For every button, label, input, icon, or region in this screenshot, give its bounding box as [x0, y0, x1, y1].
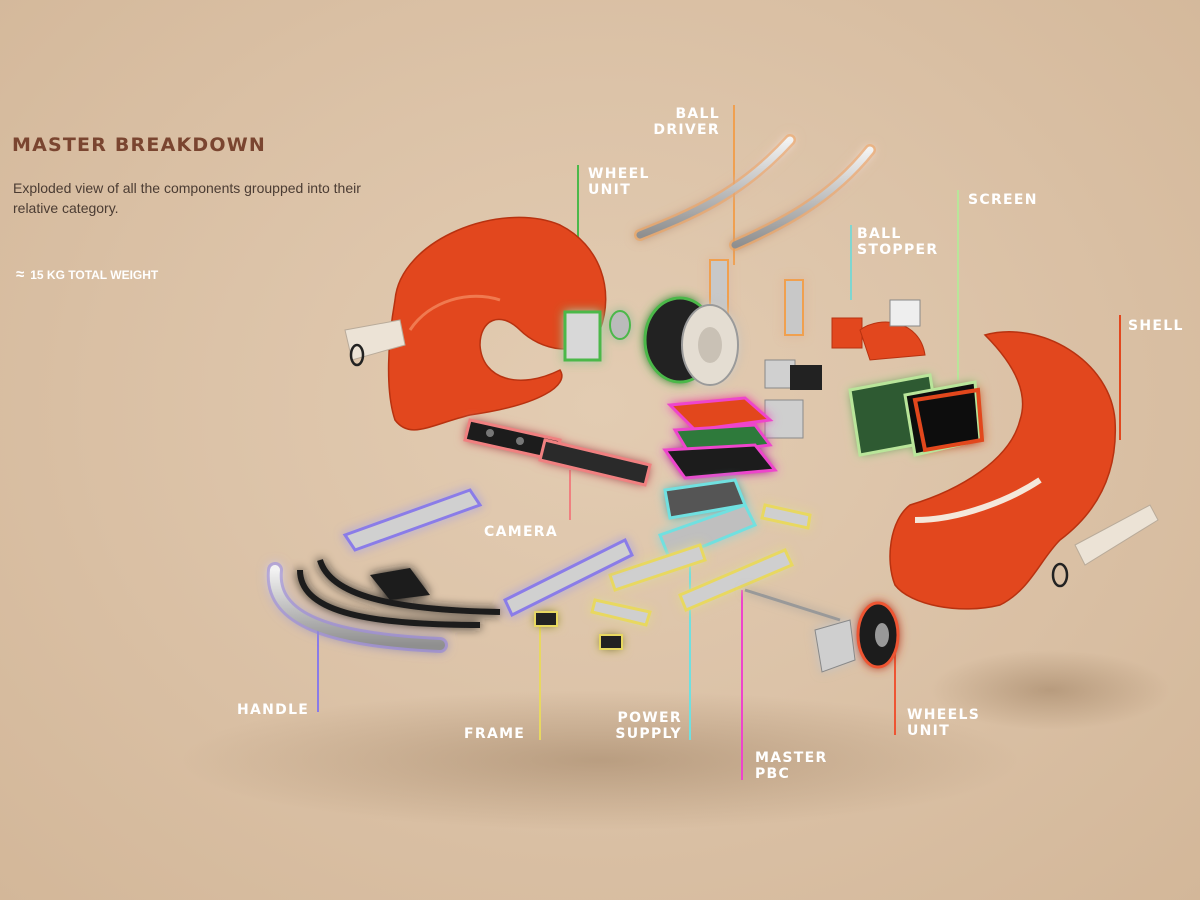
page-subtitle: Exploded view of all the components grou… — [13, 180, 361, 216]
page-title: MASTER BREAKDOWN — [12, 134, 266, 156]
motor-parts — [764, 359, 822, 439]
label-handle: HANDLE — [237, 702, 310, 718]
ground-shadow-right — [930, 650, 1170, 730]
ball-driver-parts — [634, 134, 876, 336]
camera-parts — [463, 418, 652, 487]
frame-parts — [534, 503, 812, 650]
screen-parts — [848, 373, 985, 457]
handle-parts — [266, 488, 634, 653]
label-camera: CAMERA — [484, 524, 559, 540]
label-shell: SHELL — [1128, 318, 1184, 334]
approx-icon: ≈ — [16, 266, 25, 283]
wheels-unit-parts — [744, 588, 900, 673]
ground-shadow — [180, 690, 1020, 830]
wheel-unit-parts — [563, 296, 739, 386]
master-pbc-parts — [662, 396, 778, 480]
total-weight-text: 15 KG TOTAL WEIGHT — [30, 267, 159, 282]
total-weight: ≈ 15 KG TOTAL WEIGHT — [16, 266, 158, 283]
shell-right — [889, 331, 1159, 610]
label-screen: SCREEN — [968, 192, 1038, 208]
power-supply-parts — [658, 478, 758, 562]
label-frame: FRAME — [464, 726, 526, 742]
shell-left — [344, 216, 607, 431]
ball-stopper-parts — [831, 299, 926, 361]
